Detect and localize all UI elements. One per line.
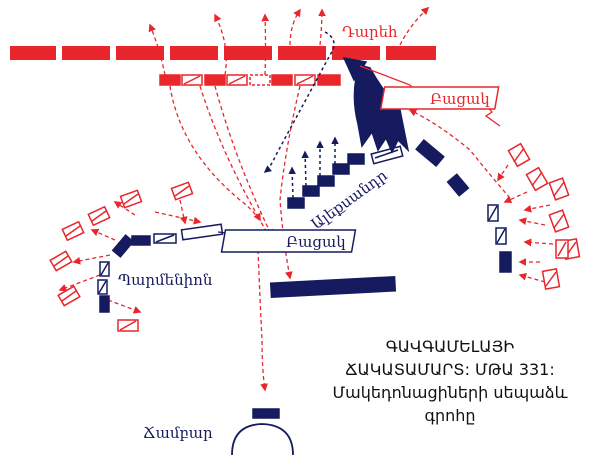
camp-label: Ճամբար bbox=[143, 424, 213, 442]
persian-unit bbox=[317, 74, 341, 86]
caption-line-1: ԳԱՎԳԱՄԵԼԱՅԻ bbox=[385, 337, 515, 356]
map-caption: ԳԱՎԳԱՄԵԼԱՅԻ ՃԱԿԱՏԱՄԱՐՏ: ՄԹԱ 331: Մակեդոն… bbox=[300, 335, 600, 427]
companion-cavalry-spear bbox=[348, 60, 410, 154]
persian-unit bbox=[332, 46, 380, 60]
bessus-label-box: Բացակ bbox=[379, 86, 500, 110]
macedonian-unit bbox=[446, 173, 470, 197]
macedonian-unit bbox=[111, 234, 135, 258]
persian-unit bbox=[271, 74, 293, 86]
macedonian-line bbox=[97, 138, 512, 419]
persian-unit bbox=[62, 46, 110, 60]
macedonian-movement-arrows bbox=[263, 31, 339, 199]
persian-unit bbox=[170, 46, 218, 60]
camp-guard bbox=[252, 408, 280, 419]
caption-line-3: Մակեդոնացիների սեպաձև bbox=[332, 383, 568, 402]
svg-text:Բացակ: Բացակ bbox=[286, 233, 346, 251]
macedonian-cavalry-unit bbox=[180, 223, 224, 241]
macedonian-unit bbox=[499, 251, 512, 273]
alexander-wedge bbox=[287, 57, 410, 209]
macedonian-unit bbox=[347, 153, 365, 165]
persian-unit bbox=[386, 46, 436, 60]
svg-text:Բացակ: Բացակ bbox=[430, 90, 490, 108]
persian-left-flank bbox=[49, 181, 194, 332]
macedonian-unit bbox=[99, 295, 110, 313]
persian-front-line bbox=[10, 46, 436, 60]
left-army-label-box: Բացակ bbox=[220, 229, 357, 253]
spearhead bbox=[342, 57, 368, 82]
persian-unit bbox=[159, 74, 181, 86]
persian-right-flank bbox=[507, 142, 581, 290]
persian-unit bbox=[278, 46, 326, 60]
persian-unit bbox=[204, 74, 226, 86]
camp-outline bbox=[231, 423, 294, 455]
parmenion-label: Պարմենիոն bbox=[118, 271, 213, 289]
macedonian-unit bbox=[415, 138, 445, 168]
caption-line-4: գրոհը bbox=[424, 406, 476, 425]
persian-unit bbox=[116, 46, 164, 60]
macedonian-unit bbox=[131, 235, 151, 246]
persian-unit bbox=[224, 46, 272, 60]
persian-unit bbox=[10, 46, 56, 60]
macedonian-unit bbox=[302, 185, 320, 197]
macedonian-cavalry-unit bbox=[370, 145, 404, 165]
darius-label: Դարեհ bbox=[342, 23, 398, 41]
persian-second-line bbox=[159, 74, 341, 86]
macedonian-unit bbox=[317, 175, 335, 187]
persian-unit bbox=[249, 74, 271, 86]
macedonian-phalanx bbox=[269, 275, 397, 299]
macedonian-unit bbox=[287, 197, 305, 209]
macedonian-unit bbox=[332, 163, 350, 175]
caption-line-2: ՃԱԿԱՏԱՄԱՐՏ: ՄԹԱ 331: bbox=[345, 360, 555, 379]
